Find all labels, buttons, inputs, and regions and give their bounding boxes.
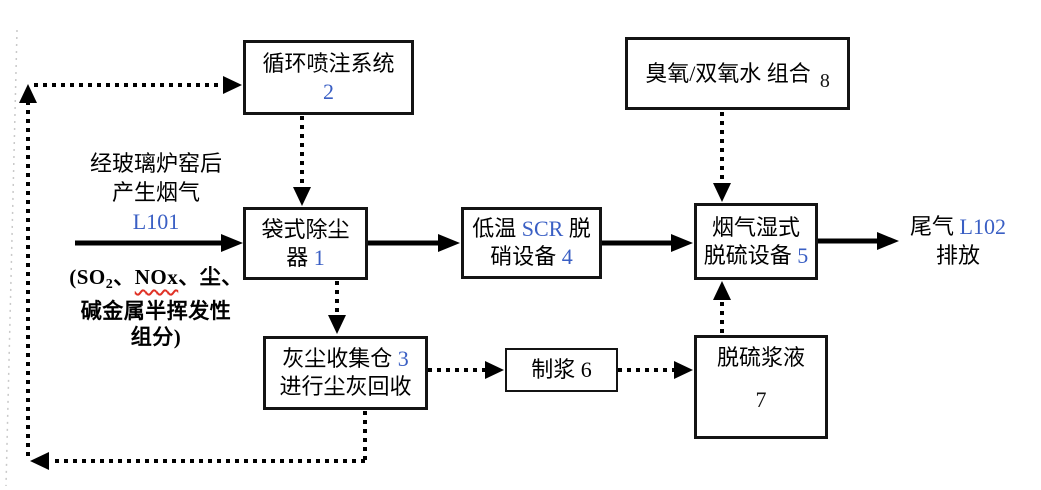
box-scr-denitration: 低温 SCR 脱 硝设备 4 — [461, 207, 602, 279]
pollutant-line3: 组分) — [130, 325, 182, 349]
box-label-line2: 脱硫设备 5 — [703, 242, 809, 268]
solid-arrowheads — [221, 232, 899, 252]
dotted-arrowheads — [19, 76, 731, 470]
box-number: 1 — [313, 244, 325, 270]
box-label: 低温 SCR 脱 — [472, 216, 591, 241]
pollutant-line1: (SO2、NOx、尘、 — [69, 265, 243, 292]
box-fgd-slurry: 脱硫浆液 7 — [694, 335, 828, 439]
box-number: 4 — [561, 244, 573, 269]
box-recirculation-system: 循环喷注系统 2 — [243, 40, 414, 115]
box-slurry-prep: 制浆 6 — [505, 348, 618, 392]
stream-code-L102: L102 — [959, 214, 1006, 239]
box-dust-bin: 灰尘收集仓 3 进行尘灰回收 — [263, 336, 428, 410]
box-label: 脱硫浆液 — [716, 345, 805, 370]
box-label: 灰尘收集仓 3 — [282, 346, 409, 371]
box-label-line2: 进行尘灰回收 — [279, 374, 412, 399]
scan-edge-line — [5, 29, 18, 487]
nox-spellcheck-underline: NOx — [134, 265, 179, 289]
pollutant-line2: 碱金属半挥发性 — [80, 299, 232, 323]
box-number: 3 — [397, 346, 409, 371]
box-label: 制浆 6 — [531, 357, 592, 382]
inlet-line1: 经玻璃炉窑后 — [89, 151, 222, 176]
stream-code-L101: L101 — [132, 209, 180, 234]
box-number: 7 — [755, 387, 767, 412]
box-wet-fgd: 烟气湿式 脱硫设备 5 — [694, 203, 818, 280]
solid-flow-lines — [75, 238, 881, 246]
box-number: 8 — [819, 69, 830, 92]
box-label-line2: 硝设备 4 — [490, 244, 573, 269]
box-number: 2 — [323, 78, 334, 104]
outlet-line2: 排放 — [935, 243, 980, 268]
box-oxidant-combo: 臭氧/双氧水 组合 8 — [625, 37, 850, 110]
dotted-flow-lines — [26, 83, 724, 463]
box-label: 臭氧/双氧水 组合 — [645, 60, 811, 86]
scr-code: SCR — [521, 216, 564, 241]
box-bag-filter: 袋式除尘 器 1 — [243, 207, 368, 280]
box-label: 循环喷注系统 — [262, 50, 395, 76]
box-label: 烟气湿式 — [711, 214, 800, 240]
box-label: 袋式除尘 — [261, 216, 350, 242]
inlet-line2: 产生烟气 — [111, 180, 200, 205]
outlet-line1: 尾气 L102 — [910, 214, 1006, 239]
box-label-line2: 器 1 — [286, 244, 325, 270]
pollutant-composition-label: (SO2、NOx、尘、 碱金属半挥发性 组分) — [62, 264, 250, 350]
box-number: 5 — [797, 242, 809, 268]
inlet-flue-gas-label: 经玻璃炉窑后 产生烟气 L101 — [70, 149, 242, 236]
outlet-emission-label: 尾气 L102 排放 — [899, 212, 1017, 270]
so2-subscript: 2 — [105, 277, 114, 292]
